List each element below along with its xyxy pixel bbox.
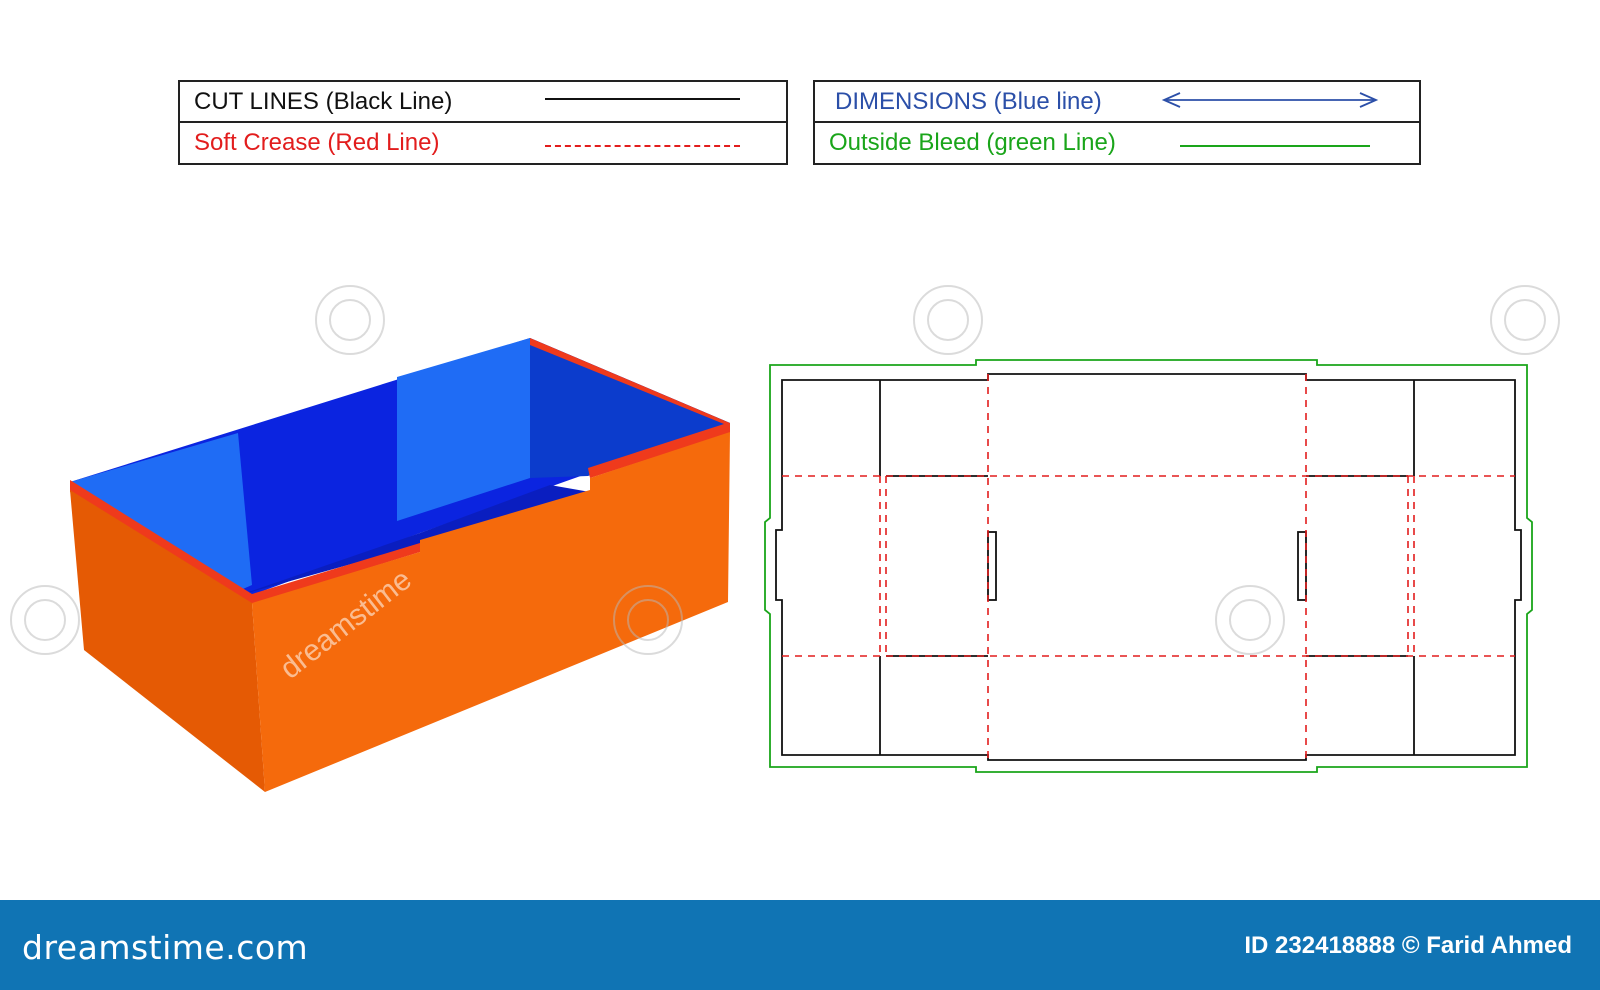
box-outside-front-wall [252, 432, 730, 792]
legend-row-outside-bleed: Outside Bleed (green Line) [815, 121, 1419, 160]
inner-cut-lines [879, 380, 1415, 755]
box-left-flap [70, 433, 252, 592]
illustration: dreamstime [10, 285, 1560, 792]
box-middle-flap [397, 338, 530, 521]
box-right-flap [530, 338, 730, 478]
footer-credit: ID 232418888 © Farid Ahmed [1244, 932, 1572, 959]
box-edge-back [530, 338, 730, 478]
watermark-swirls [10, 285, 1560, 655]
legend-row-cut-lines: CUT LINES (Black Line) [180, 82, 786, 121]
cut-line-sample [545, 98, 740, 100]
box-outside-left-wall [70, 490, 265, 792]
box-inner-floor [240, 485, 590, 595]
legend-table-left: CUT LINES (Black Line) Soft Crease (Red … [178, 80, 788, 165]
footer-logo[interactable]: dreamstime.com [22, 928, 309, 967]
dieline [764, 359, 1533, 773]
crease-line-sample [545, 145, 740, 147]
footer-bar: dreamstime.com ID 232418888 © Farid Ahme… [0, 900, 1600, 990]
legend-table-right: DIMENSIONS (Blue line) Outside Bleed (gr… [813, 80, 1421, 165]
bleed-line-sample [1180, 145, 1370, 147]
cut-outline [775, 373, 1522, 761]
dimension-arrow-sample [1161, 92, 1379, 108]
outside-bleed-label: Outside Bleed (green Line) [829, 129, 1116, 156]
legend-row-dimensions: DIMENSIONS (Blue line) [815, 82, 1419, 121]
dimensions-label: DIMENSIONS (Blue line) [835, 88, 1102, 115]
crease-lines [782, 374, 1515, 760]
box-3d-mockup [70, 338, 730, 792]
box-edge-front [70, 480, 420, 604]
bleed-outline [764, 359, 1533, 773]
cut-lines-label: CUT LINES (Black Line) [194, 88, 453, 115]
legend-row-soft-crease: Soft Crease (Red Line) [180, 121, 786, 160]
soft-crease-label: Soft Crease (Red Line) [194, 129, 440, 156]
